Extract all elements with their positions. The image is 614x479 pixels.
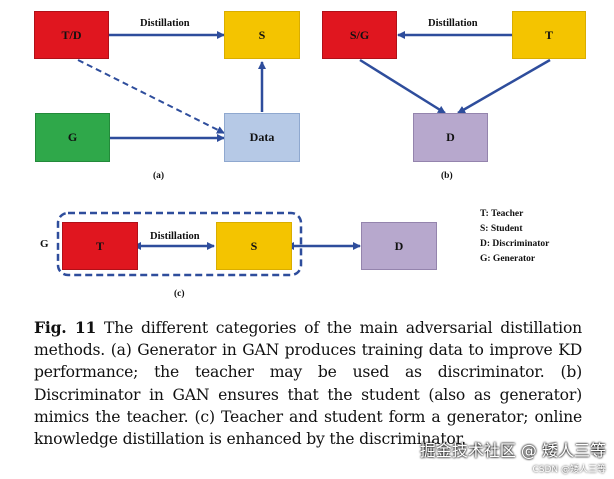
box-teacher-discriminator: T/D [34,11,109,59]
box-generator-a: G [35,113,110,162]
figure: T/D S G Data Distillation (a) S/G T D Di… [34,11,586,299]
label-distillation-a: Distillation [140,18,190,29]
figure-caption: Fig. 11 The different categories of the … [34,317,582,450]
legend-item: G: Generator [480,254,536,264]
box-data: Data [224,113,300,162]
box-student-a: S [224,11,300,59]
box-teacher-c: T [62,222,138,270]
box-student-c: S [216,222,292,270]
legend-item: T: Teacher [480,209,524,219]
caption-figure-label: Fig. 11 [34,318,97,337]
watermark-sub: CSDN @矮人三等 [532,465,606,475]
arrow-sg-to-d [359,58,446,115]
box-discriminator-b: D [413,113,488,162]
caption-text: The different categories of the main adv… [34,319,582,449]
box-teacher-b: T [512,11,586,59]
arrows-layer [56,31,551,277]
legend-item: D: Discriminator [480,239,550,249]
legend-item: S: Student [480,224,523,234]
panel-label-a: (a) [153,171,165,181]
label-generator-group: G [40,238,49,250]
legend: T: Teacher S: Student D: Discriminator G… [480,209,549,264]
arrow-t-to-d [457,58,551,115]
label-distillation-b: Distillation [428,18,478,29]
label-distillation-c: Distillation [150,231,200,242]
panel-label-b: (b) [441,171,453,181]
watermark: 掘金技术社区 @ 矮人三等 [419,441,606,460]
box-discriminator-c: D [361,222,437,270]
arrow-td-to-data-dashed [77,59,225,134]
panel-label-c: (c) [174,289,185,299]
box-student-generator: S/G [322,11,397,59]
